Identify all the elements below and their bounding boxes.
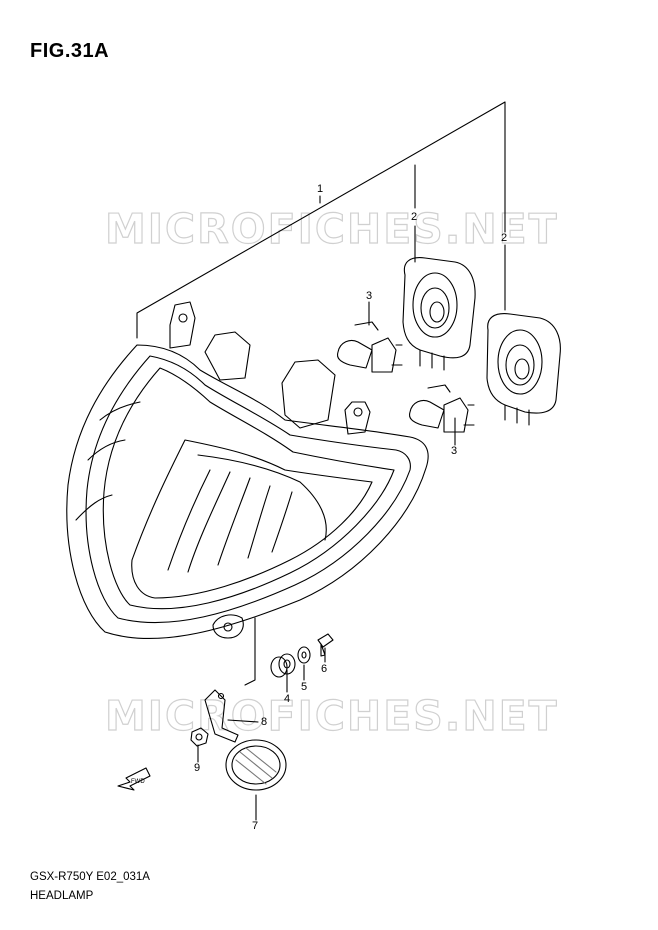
callout-3b: 3: [451, 445, 458, 457]
bracket: [204, 689, 239, 743]
headlamp-housing: [66, 301, 429, 640]
socket-cover-lower: [486, 313, 561, 426]
model-code: GSX-R750Y E02_031A: [30, 871, 150, 883]
nut: [190, 727, 209, 747]
watermark-top: MICROFICHES.NET: [104, 204, 559, 253]
callout-7: 7: [252, 820, 259, 832]
section-name: HEADLAMP: [30, 890, 94, 902]
callout-9: 9: [194, 762, 201, 774]
callout-8: 8: [261, 716, 268, 728]
bulb-lower: [408, 384, 475, 433]
watermark-bottom: MICROFICHES.NET: [104, 691, 559, 740]
callout-5: 5: [301, 681, 308, 693]
reflector: [225, 739, 287, 791]
callout-2b: 2: [501, 232, 508, 244]
figure-title: FIG.31A: [30, 40, 110, 62]
screw: [317, 633, 334, 657]
callout-4: 4: [284, 693, 291, 705]
callout-1: 1: [317, 183, 324, 195]
fwd-arrow-icon: [117, 767, 151, 791]
callout-3a: 3: [366, 290, 373, 302]
callout-6: 6: [321, 663, 328, 675]
bulb-upper: [336, 321, 403, 373]
callout-2a: 2: [411, 211, 418, 223]
socket-cover-upper: [402, 257, 476, 371]
leader-lines: [136, 101, 506, 821]
washer: [297, 646, 311, 664]
fwd-label: FWD: [131, 779, 145, 785]
grommet: [270, 653, 296, 678]
